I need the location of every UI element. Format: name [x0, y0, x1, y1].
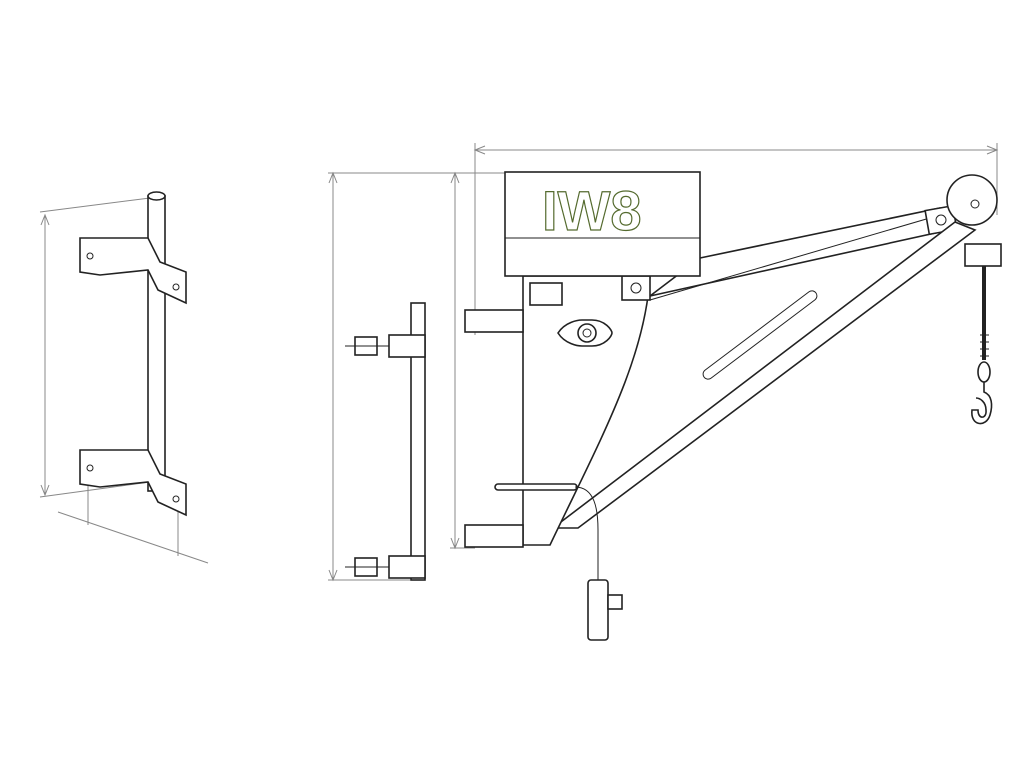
logo-text: IW8: [542, 179, 642, 242]
mounting-rail-view: [345, 302, 426, 581]
crane-side-view: IW8: [464, 171, 1002, 641]
dimension-lines: [39, 143, 999, 582]
wall-bracket-view: [79, 191, 187, 517]
